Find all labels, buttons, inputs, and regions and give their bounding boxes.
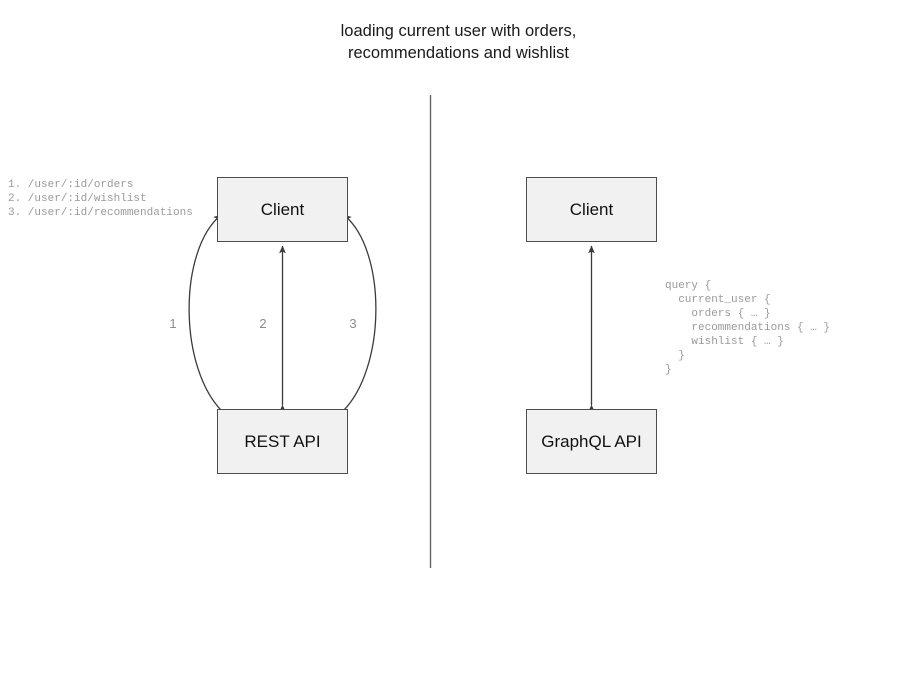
rest-api-node[interactable]: REST API <box>217 409 348 474</box>
edge-label-1: 1 <box>169 316 177 331</box>
graphql-api-node[interactable]: GraphQL API <box>526 409 657 474</box>
request-edge-1-path <box>188 214 232 421</box>
graphql-query-annotation: query { current_user { orders { … } reco… <box>665 280 831 376</box>
edge-label-3: 3 <box>349 316 357 331</box>
edge-label-2: 2 <box>259 316 267 331</box>
rest-api-label: REST API <box>244 431 321 451</box>
graphql-api-label: GraphQL API <box>541 431 642 451</box>
rest-client-node[interactable]: Client <box>217 177 348 242</box>
request-edge-3-path <box>333 214 377 421</box>
page-title: loading current user with orders, recomm… <box>340 22 577 62</box>
graphql-client-node[interactable]: Client <box>526 177 657 242</box>
rest-client-label: Client <box>260 199 305 219</box>
graphql-client-label: Client <box>569 199 614 219</box>
rest-endpoints-annotation: 1. /user/:id/orders 2. /user/:id/wishlis… <box>8 179 193 219</box>
